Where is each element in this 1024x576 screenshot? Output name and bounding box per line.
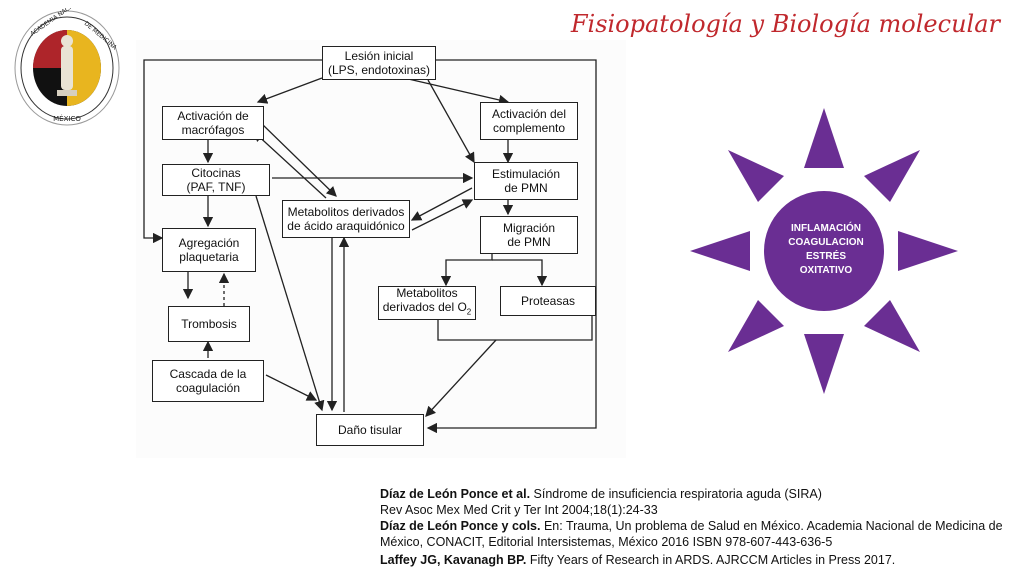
reference-3: Laffey JG, Kavanagh BP. Fifty Years of R… xyxy=(380,553,896,567)
o2-subscript: 2 xyxy=(466,307,472,317)
node-dano-tisular: Daño tisular xyxy=(316,414,424,446)
sun-center-label: INFLAMACIÓN COAGULACION ESTRÉS OXITATIVO xyxy=(766,222,886,278)
node-metabolitos-o2: Metabolitos derivados del O2 xyxy=(378,286,476,320)
node-lesion-inicial: Lesión inicial (LPS, endotoxinas) xyxy=(322,46,436,80)
node-metabolitos-araquidonico: Metabolitos derivados de ácido araquidón… xyxy=(282,200,410,238)
node-agregacion-plaquetaria: Agregación plaquetaria xyxy=(162,228,256,272)
sun-line-coagulacion: COAGULACION xyxy=(788,237,864,248)
node-activacion-macrofagos: Activación de macrófagos xyxy=(162,106,264,140)
academy-seal-logo: MÉXICO ACADEMIA NACIONAL DE MEDICINA xyxy=(14,8,120,126)
flowchart-connectors xyxy=(143,59,597,434)
node-proteasas: Proteasas xyxy=(500,286,596,316)
reference-1-journal: Rev Asoc Mex Med Crit y Ter Int 2004;18(… xyxy=(380,503,658,517)
page-title: Fisiopatología y Biología molecular xyxy=(570,10,1000,38)
inflammation-sun-graphic xyxy=(690,108,958,394)
reference-1: Díaz de León Ponce et al. Síndrome de in… xyxy=(380,487,822,501)
sun-line-oxitativo: OXITATIVO xyxy=(799,265,853,276)
node-cascada-coagulacion: Cascada de la coagulación xyxy=(152,360,264,402)
node-estimulacion-pmn: Estimulación de PMN xyxy=(474,162,578,200)
references: Díaz de León Ponce et al. Síndrome de in… xyxy=(380,486,1010,568)
sun-line-inflamacion: INFLAMACIÓN xyxy=(791,223,861,234)
reference-2: Díaz de León Ponce y cols. En: Trauma, U… xyxy=(380,519,1003,549)
node-activacion-complemento: Activación del complemento xyxy=(480,102,578,140)
svg-text:MÉXICO: MÉXICO xyxy=(53,114,81,123)
sun-line-estres: ESTRÉS xyxy=(805,251,846,262)
node-trombosis: Trombosis xyxy=(168,306,250,342)
pathophysiology-flowchart: Lesión inicial (LPS, endotoxinas) Activa… xyxy=(136,40,626,458)
node-migracion-pmn: Migración de PMN xyxy=(480,216,578,254)
node-citocinas: Citocinas (PAF, TNF) xyxy=(162,164,270,196)
